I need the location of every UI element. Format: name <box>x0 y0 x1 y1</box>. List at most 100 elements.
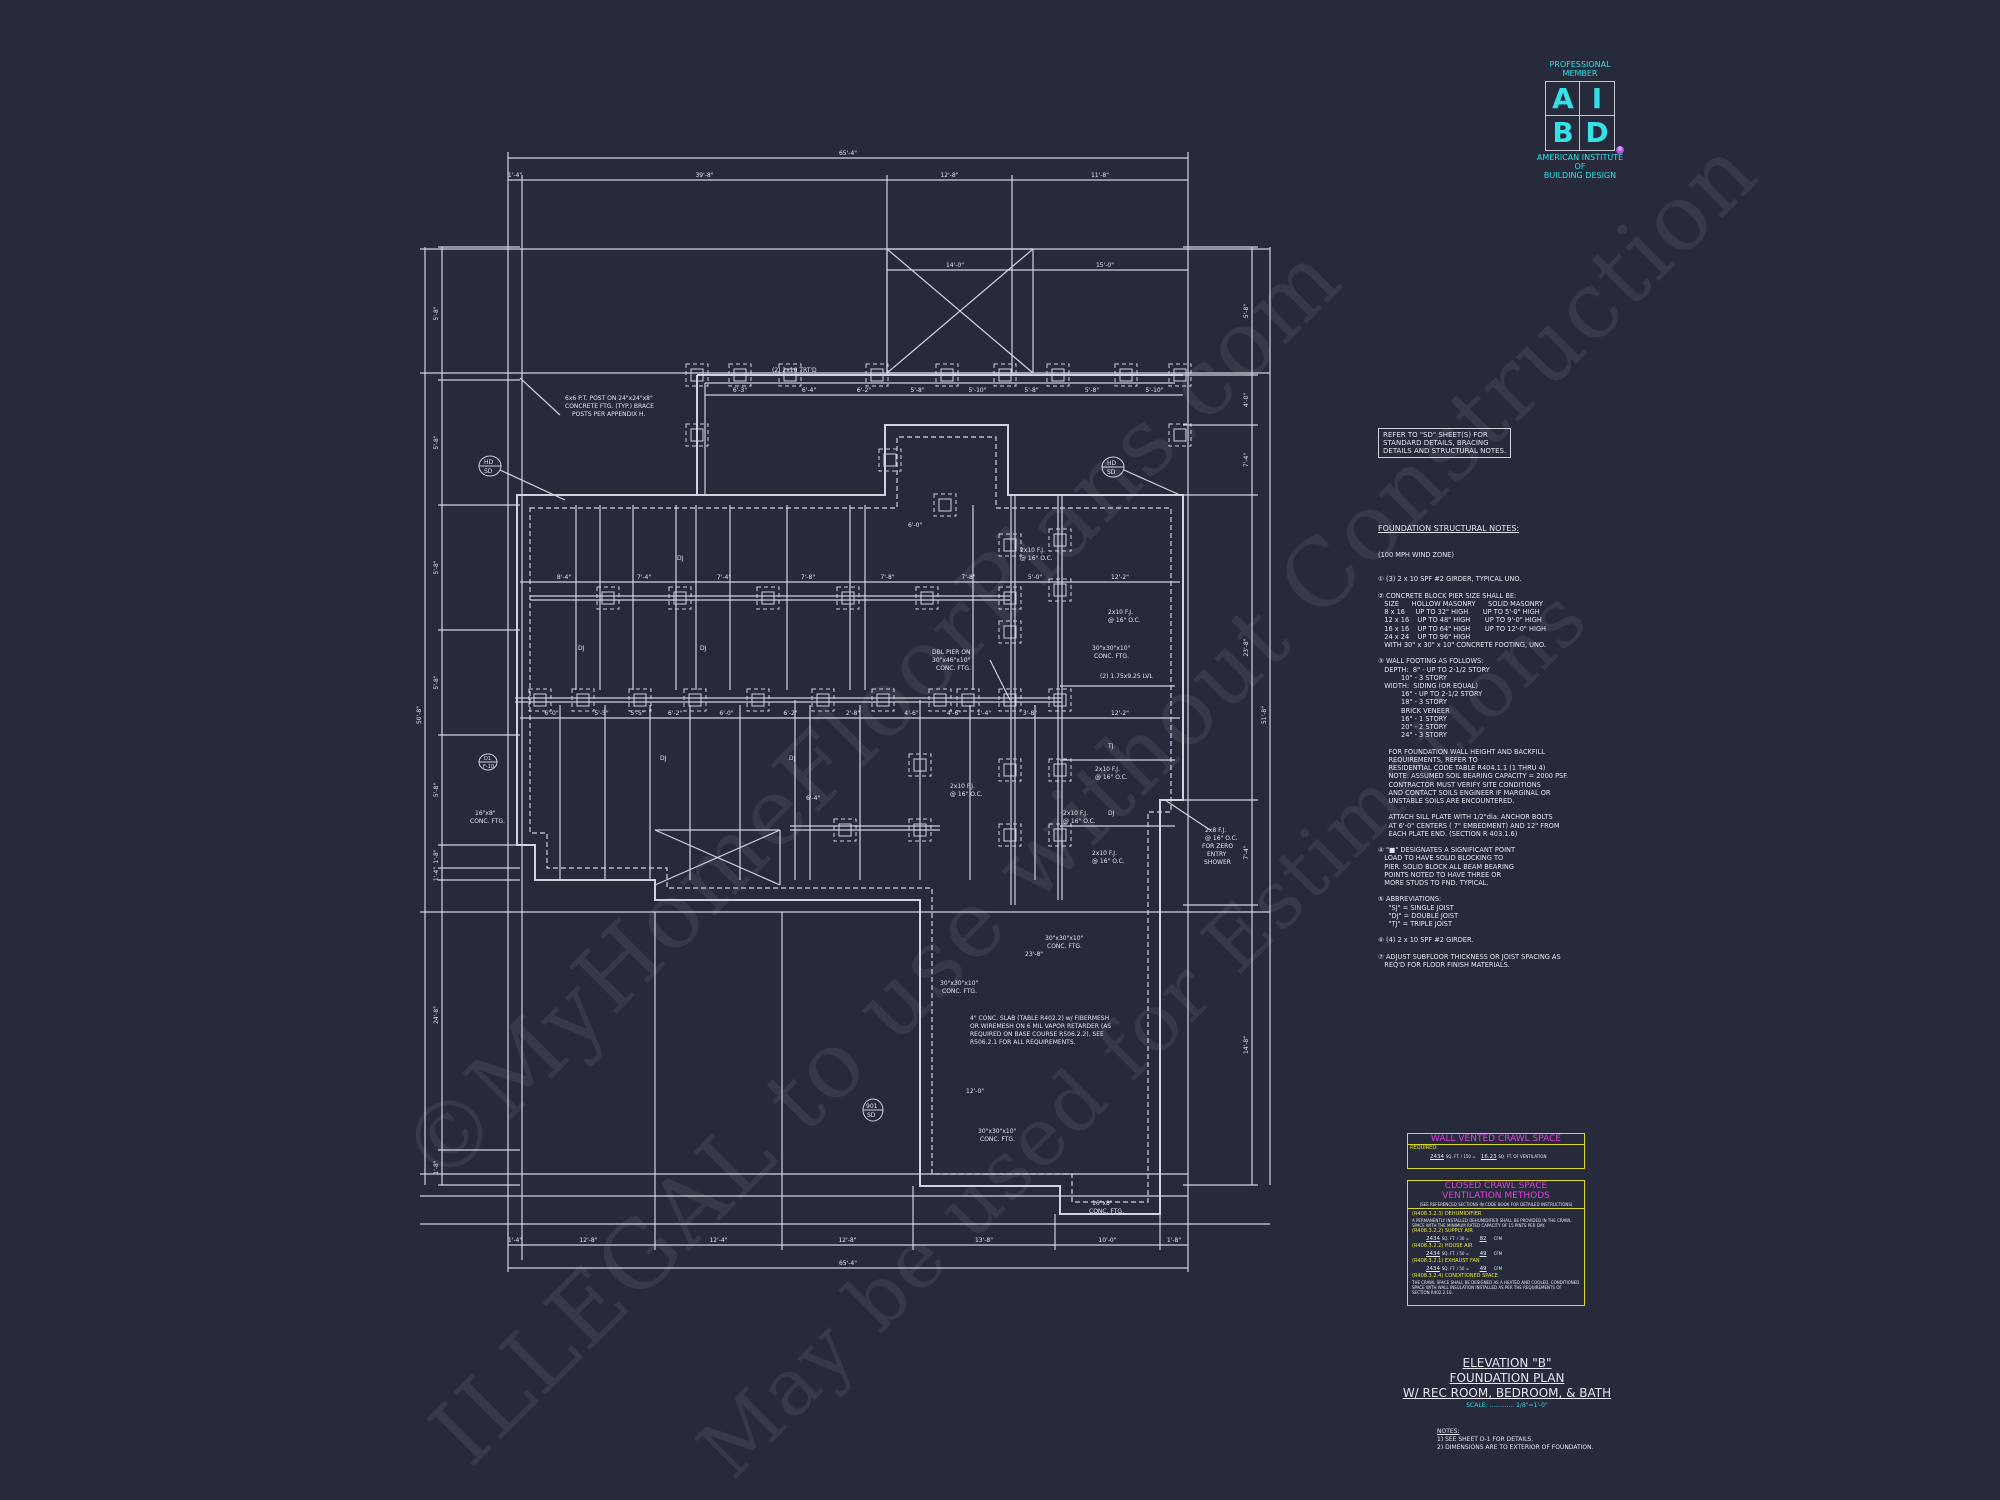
label-dj: DJ <box>578 645 585 652</box>
dimension-label: 7'-8" <box>961 574 975 581</box>
dimension-label: 4'-6" <box>904 710 918 717</box>
logo-text: AMERICAN INSTITUTE <box>1536 153 1624 162</box>
pier <box>865 363 889 387</box>
svg-text:SD: SD <box>1107 469 1116 476</box>
note-line: 16 x 16 UP TO 64" HIGH UP TO 12'-0" HIGH <box>1378 624 1547 633</box>
note-line <box>1378 838 1568 846</box>
label-dj: DJ <box>677 555 684 562</box>
label-ftg: CONC. FTG. <box>1047 943 1082 950</box>
note-line: WIDTH: SIDING (OR EQUAL) <box>1378 682 1478 691</box>
scale-text: SCALE: ............. 1/8"=1'-0" <box>1466 1402 1548 1409</box>
label-fj: @ 16" O.C. <box>1095 774 1128 781</box>
dimension-label: 14'-0" <box>946 262 964 269</box>
label-fj: 2x10 F.J. <box>1108 609 1133 616</box>
label-shower: @ 16" O.C. <box>1205 835 1238 842</box>
dimension-label: 15'-0" <box>1096 262 1114 269</box>
label-ftg: 30"x30"x10" <box>978 1128 1017 1135</box>
foundation-structural-notes: FOUNDATION STRUCTURAL NOTES: (100 MPH WI… <box>1378 508 1568 977</box>
dimension-label: 23'-8" <box>1243 638 1250 656</box>
svg-text:HD: HD <box>484 459 494 466</box>
label-post: CONCRETE FTG. (TYP.) BRACE <box>565 403 654 410</box>
pier <box>1048 758 1072 782</box>
box-heading: WALL VENTED CRAWL SPACE <box>1408 1134 1584 1145</box>
pier <box>811 688 835 712</box>
note-line: SIZE HOLLOW MASONRY SOLID MASONRY <box>1378 600 1543 609</box>
overall-dimension: 50'-8" <box>416 706 423 724</box>
note-line: 8 x 16 UP TO 32" HIGH UP TO 5'-0" HIGH <box>1378 608 1540 617</box>
dimension-label: 7'-8" <box>801 574 815 581</box>
logo-mark: A I B D <box>1545 81 1615 151</box>
pier <box>998 823 1022 847</box>
pier <box>571 688 595 712</box>
overall-dimension: 51'-8" <box>1261 706 1268 724</box>
label-ftg16: 16"x8" <box>1092 1200 1113 1207</box>
leader-line <box>499 469 566 501</box>
note-line: EACH PLATE END. (SECTION R 403.1.6) <box>1378 829 1518 838</box>
dimension-label: 7'-4" <box>1243 453 1250 467</box>
sheet-notes: NOTES: 1) SEE SHEET D-1 FOR DETAILS. 2) … <box>1437 1428 1594 1451</box>
pier <box>1048 823 1072 847</box>
dimension-label: 5'-8" <box>910 387 924 394</box>
drawing-title-block: ELEVATION "B" FOUNDATION PLAN W/ REC ROO… <box>1400 1356 1614 1410</box>
dimension-label: 7'-4" <box>717 574 731 581</box>
label-ftg: CONC. FTG. <box>1094 653 1129 660</box>
dimension-label: 5'-5" <box>630 710 644 717</box>
label-dbl-pier: CONC. FTG. <box>936 665 971 672</box>
title-line: FOUNDATION PLAN <box>1449 1371 1565 1385</box>
logo-text: MEMBER <box>1562 69 1598 78</box>
logo-text: PROFESSIONAL <box>1549 60 1611 69</box>
overall-dimension: 65'-4" <box>839 150 857 157</box>
pier <box>998 620 1022 644</box>
logo-text: BUILDING DESIGN <box>1543 171 1617 180</box>
dimension-label: 5'-5" <box>594 710 608 717</box>
pier <box>728 363 752 387</box>
dimension-label: 13'-8" <box>975 1237 993 1244</box>
dimension-label: 8'-4" <box>557 574 571 581</box>
notes-subtitle: (100 MPH WIND ZONE) <box>1378 550 1454 559</box>
required-label: REQUIRED: <box>1410 1145 1438 1151</box>
dim-label: 12'-0" <box>966 1088 984 1095</box>
pier <box>998 688 1022 712</box>
dimension-label: 24'-8" <box>433 1006 440 1024</box>
note-line: ③ WALL FOOTING AS FOLLOWS: <box>1378 657 1484 666</box>
dimension-label: 11'-8" <box>1091 172 1109 179</box>
dimension-label: 6'-2" <box>783 710 797 717</box>
label-post: POSTS PER APPENDIX H. <box>572 411 645 418</box>
dimension-label: 1'-4" <box>508 172 522 179</box>
dim-label: 23'-8" <box>1025 951 1043 958</box>
dimension-label: 39'-8" <box>695 172 713 179</box>
dimension-label: 5'-8" <box>433 435 440 449</box>
pier <box>998 533 1022 557</box>
dimension-label: 10'-0" <box>1098 1237 1116 1244</box>
detail-marker[interactable]: D1F-10 <box>478 753 498 771</box>
foundation-wall <box>516 424 1184 1215</box>
leader-line <box>989 659 1011 701</box>
dimension-label: 1'-8" <box>1167 1237 1181 1244</box>
pier <box>1168 423 1192 447</box>
note-line: CONTRACTOR MUST VERIFY SITE CONDITIONS <box>1378 780 1541 789</box>
leader-line <box>519 377 561 416</box>
pier <box>871 688 895 712</box>
label-slab: REQUIRED ON BASE COURSE R506.2.2). SEE <box>970 1031 1104 1038</box>
pier <box>1048 528 1072 552</box>
note-line: 20" - 2 STORY <box>1378 723 1447 732</box>
pier <box>833 818 857 842</box>
footing-outline <box>529 436 1172 1203</box>
dimension-label: 5'-8" <box>433 306 440 320</box>
label-fj: 2x10 F.J. <box>1020 547 1045 554</box>
pier <box>998 586 1022 610</box>
label-slab: 4" CONC. SLAB (TABLE R402.2) w/ FIBERMES… <box>970 1015 1109 1022</box>
note-line: AND CONTACT SOILS ENGINEER IF MARGINAL O… <box>1378 788 1551 797</box>
label-dj: DJ <box>789 755 796 762</box>
dimension-label: 1'-4" <box>977 710 991 717</box>
note-line <box>1378 945 1568 953</box>
pier <box>1114 363 1138 387</box>
pier <box>528 688 552 712</box>
pier <box>908 753 932 777</box>
pier <box>1048 578 1072 602</box>
note-line: LOAD TO HAVE SOLID BLOCKING TO <box>1378 854 1504 863</box>
label-slab: R506.2.1 FOR ALL REQUIREMENTS. <box>970 1039 1076 1046</box>
